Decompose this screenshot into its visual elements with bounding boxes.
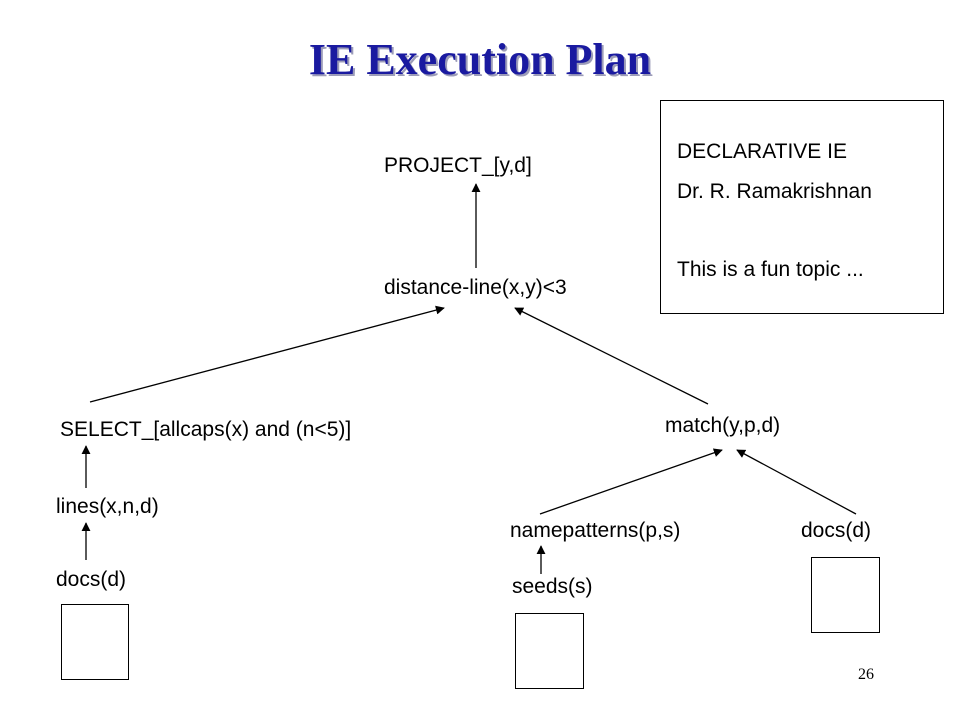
slide-title: IE Execution Plan <box>308 35 652 84</box>
node-distance-line: distance-line(x,y)<3 <box>384 276 567 299</box>
docs-right-box <box>811 557 880 633</box>
node-select: SELECT_[allcaps(x) and (n<5)] <box>60 418 352 441</box>
node-docs-left: docs(d) <box>56 568 127 591</box>
docs-left-box <box>61 604 129 680</box>
info-line-declarative-ie: DECLARATIVE IE <box>677 140 847 163</box>
edge-select-to-distance <box>89 305 445 403</box>
edge-namepatterns-to-match <box>539 448 723 515</box>
info-line-fun-topic: This is a fun topic ... <box>677 258 864 281</box>
node-project: PROJECT_[y,d] <box>384 154 532 177</box>
info-line-author: Dr. R. Ramakrishnan <box>677 180 872 203</box>
edge-match-to-distance <box>514 307 709 405</box>
info-box: DECLARATIVE IE Dr. R. Ramakrishnan This … <box>660 100 944 314</box>
seeds-box <box>515 613 584 689</box>
node-seeds: seeds(s) <box>512 575 593 598</box>
edge-docs-to-match <box>736 449 857 515</box>
node-match: match(y,p,d) <box>665 414 781 437</box>
node-lines: lines(x,n,d) <box>56 495 159 518</box>
node-docs-right: docs(d) <box>801 519 872 542</box>
page-number: 26 <box>858 666 874 683</box>
node-namepatterns: namepatterns(p,s) <box>510 519 681 542</box>
